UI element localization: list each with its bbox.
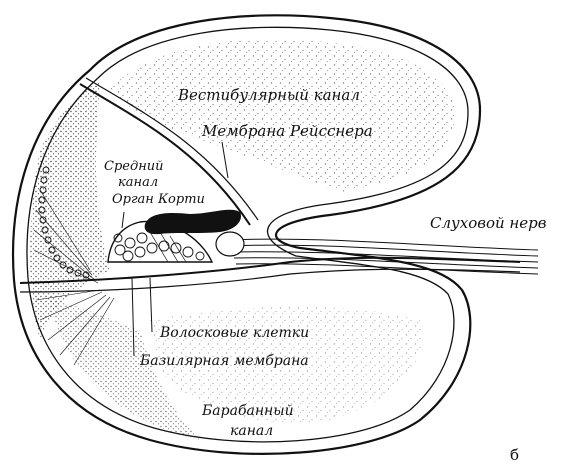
label-hair-cells: Волосковые клетки	[160, 326, 309, 340]
label-vestibular-canal: Вестибулярный канал	[178, 88, 360, 103]
label-tympanic-canal-line1: Барабанный	[202, 404, 294, 418]
label-middle-canal-line2: канал	[118, 176, 158, 189]
tectorial-membrane	[145, 210, 241, 234]
label-organ-of-corti: Орган Корти	[112, 193, 205, 206]
label-middle-canal-line1: Средний	[104, 160, 164, 173]
spiral-limbus-hollow	[216, 232, 244, 256]
label-auditory-nerve: Слуховой нерв	[430, 216, 547, 231]
label-basilar-membrane: Базилярная мембрана	[140, 354, 309, 368]
label-reissner-membrane: Мембрана Рейсснера	[202, 124, 373, 139]
panel-letter: б	[510, 448, 519, 463]
label-tympanic-canal-line2: канал	[230, 424, 273, 438]
